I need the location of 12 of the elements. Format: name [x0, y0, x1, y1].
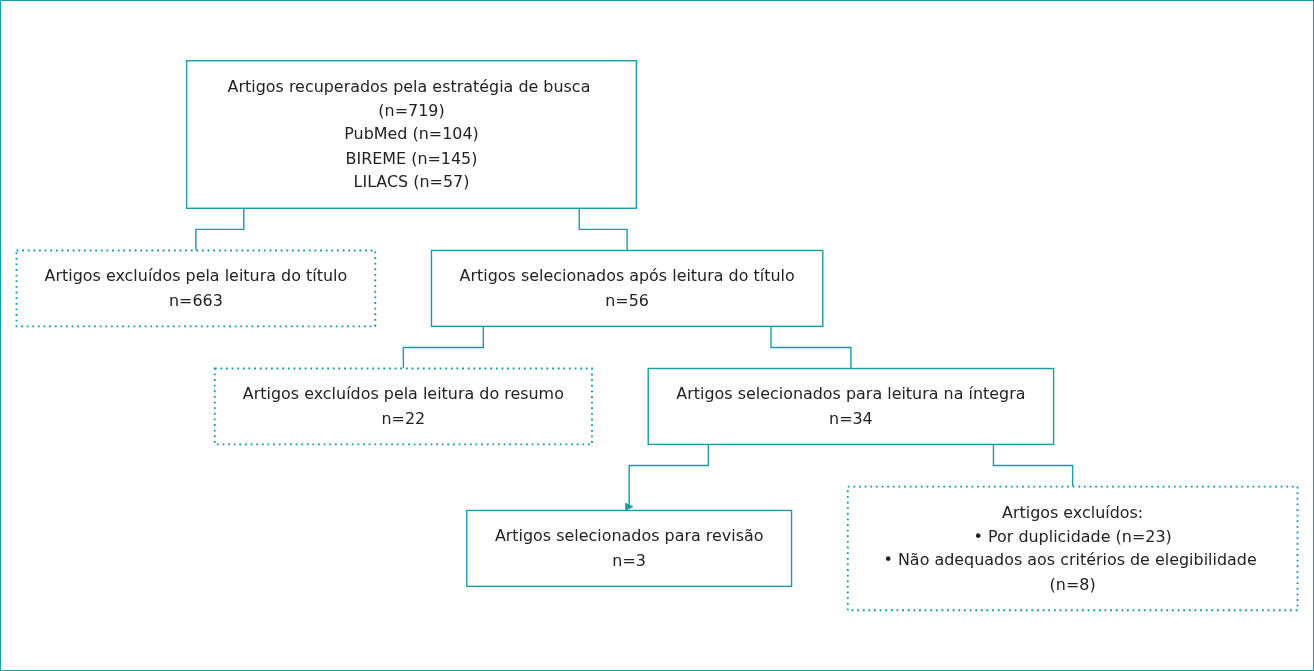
node-box: Artigos selecionados após leitura do título n=56 [430, 249, 824, 328]
connector [578, 207, 628, 252]
node-box: Artigos excluídos pela leitura do título n=663 [15, 249, 377, 328]
node-box: Artigos selecionados para leitura na íntegra n=34 [647, 367, 1055, 446]
node-box: Artigos recuperados pela estratégia de busca (n=719) PubMed (n=104) BIREME (n=145) LILACS (n=57) [185, 60, 638, 209]
arrow [625, 443, 710, 511]
connector [402, 325, 484, 370]
connector [195, 207, 245, 252]
node-box: Artigos selecionados para revisão n=3 [466, 509, 793, 588]
connector [992, 443, 1074, 488]
connector [770, 325, 852, 370]
node-box: Artigos excluídos pela leitura do resumo n=22 [213, 367, 593, 446]
